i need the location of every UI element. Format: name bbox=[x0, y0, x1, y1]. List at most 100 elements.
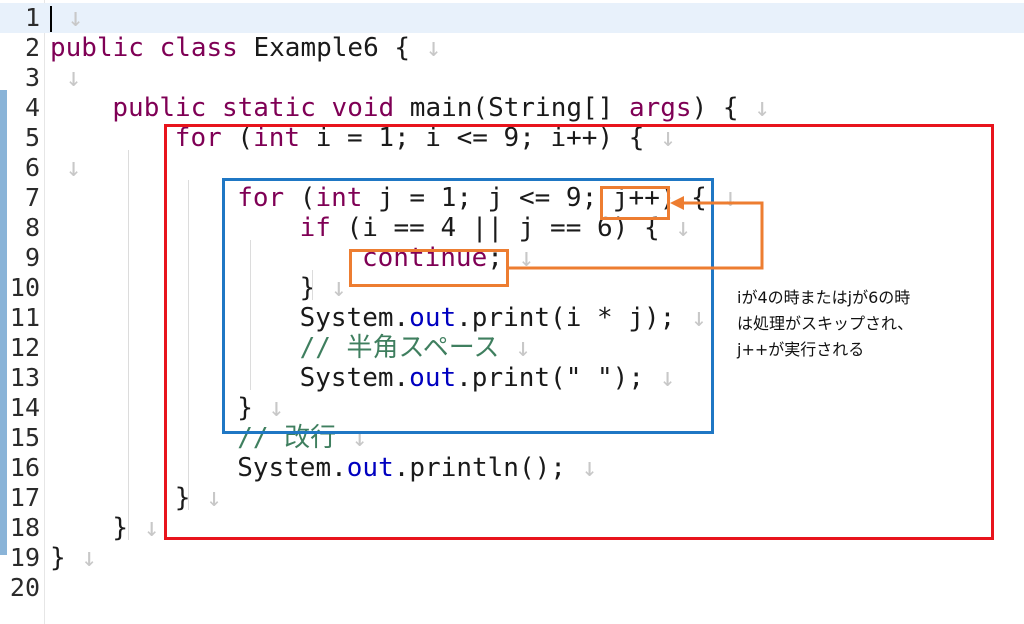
change-indicator-bar bbox=[0, 90, 7, 555]
line-number: 19 bbox=[9, 543, 40, 572]
line-number: 6 bbox=[24, 153, 40, 182]
field-token: out bbox=[409, 303, 457, 333]
code-text[interactable]: public class Example6 { ↓ bbox=[50, 33, 441, 63]
keyword-token: for bbox=[237, 183, 285, 213]
line-return-marker: ↓ bbox=[410, 33, 442, 63]
keyword-token: continue bbox=[362, 243, 488, 273]
line-number: 7 bbox=[24, 183, 40, 212]
code-line[interactable]: 10 } ↓ bbox=[0, 273, 1024, 303]
line-number: 9 bbox=[24, 243, 40, 272]
keyword-token: if bbox=[299, 213, 331, 243]
annotation-note: iが4の時またはjが6の時 は処理がスキップされ、 j++が実行される bbox=[737, 285, 987, 363]
line-return-marker: ↓ bbox=[50, 63, 82, 93]
line-number: 5 bbox=[24, 123, 40, 152]
code-text[interactable]: } ↓ bbox=[300, 273, 347, 303]
code-text[interactable]: for (int i = 1; i <= 9; i++) { ↓ bbox=[175, 123, 676, 153]
line-number: 8 bbox=[24, 213, 40, 242]
line-return-marker: ↓ bbox=[52, 3, 84, 33]
code-text[interactable]: } ↓ bbox=[50, 543, 97, 573]
code-line[interactable]: 4 public static void main(String[] args) … bbox=[0, 93, 1024, 123]
code-token: main(String[] bbox=[394, 93, 629, 123]
code-token: Example6 { bbox=[237, 33, 411, 63]
code-text[interactable]: System.out.print(i * j); ↓ bbox=[300, 303, 707, 333]
code-text[interactable]: // 改行 ↓ bbox=[237, 423, 367, 453]
code-token: ( bbox=[284, 183, 316, 213]
code-token: System. bbox=[299, 303, 410, 333]
code-text[interactable]: // 半角スペース ↓ bbox=[300, 333, 531, 363]
line-number-gutter bbox=[0, 0, 45, 624]
indent-guide bbox=[188, 180, 189, 510]
code-line[interactable]: 2 public class Example6 { ↓ bbox=[0, 33, 1024, 63]
code-token: ( bbox=[221, 123, 254, 153]
line-return-marker: ↓ bbox=[643, 363, 676, 393]
annotation-line: は処理がスキップされ、 bbox=[737, 314, 914, 333]
indent-guide bbox=[250, 240, 251, 390]
code-text[interactable]: } ↓ bbox=[112, 513, 159, 543]
line-return-marker: ↓ bbox=[252, 393, 285, 423]
code-line[interactable]: 18} ↓ bbox=[0, 513, 1024, 543]
keyword-token: int bbox=[253, 123, 301, 153]
code-line[interactable]: 14} ↓ bbox=[0, 393, 1024, 423]
code-token: } bbox=[237, 393, 253, 423]
code-line[interactable]: 6 ↓ bbox=[0, 153, 1024, 183]
line-number: 18 bbox=[9, 513, 40, 542]
line-number: 16 bbox=[9, 453, 40, 482]
code-text[interactable]: System.out.print(" "); ↓ bbox=[300, 363, 676, 393]
keyword-token: args bbox=[628, 93, 692, 123]
code-token: } bbox=[50, 543, 66, 573]
code-text[interactable]: System.out.println(); ↓ bbox=[237, 453, 597, 483]
code-text[interactable]: ↓ bbox=[50, 153, 82, 183]
code-token: } bbox=[299, 273, 316, 303]
line-return-marker: ↓ bbox=[565, 453, 598, 483]
line-number: 15 bbox=[9, 423, 40, 452]
outer-loop-highlight-box bbox=[164, 124, 994, 540]
code-token: .println(); bbox=[393, 453, 566, 483]
comment-token: // 半角スペース bbox=[299, 333, 500, 363]
line-number: 10 bbox=[9, 273, 40, 302]
indent-guide bbox=[128, 150, 129, 540]
code-text[interactable]: ↓ bbox=[50, 63, 82, 93]
code-token: .print(" "); bbox=[456, 363, 644, 393]
code-line[interactable]: 15 // 改行 ↓ bbox=[0, 423, 1024, 453]
continue-highlight-box bbox=[349, 249, 509, 287]
code-line[interactable]: 12// 半角スペース ↓ bbox=[0, 333, 1024, 363]
field-token: out bbox=[346, 453, 394, 483]
keyword-token: for bbox=[174, 123, 222, 153]
annotation-line: iが4の時またはjが6の時 bbox=[737, 288, 911, 307]
code-text[interactable]: } ↓ bbox=[175, 483, 222, 513]
code-line[interactable]: 11 System.out.print(i * j); ↓ bbox=[0, 303, 1024, 333]
comment-token: // 改行 bbox=[237, 423, 337, 453]
line-number: 17 bbox=[9, 483, 40, 512]
code-token: System. bbox=[237, 453, 347, 483]
increment-highlight-box bbox=[600, 186, 670, 220]
code-text[interactable]: } ↓ bbox=[237, 393, 284, 423]
keyword-token: public static void bbox=[112, 93, 395, 123]
code-line[interactable]: 16 System.out.println(); ↓ bbox=[0, 453, 1024, 483]
code-token: .print(i * j); bbox=[456, 303, 676, 333]
line-number: 20 bbox=[9, 573, 40, 602]
code-token: } bbox=[112, 513, 129, 543]
line-return-marker: ↓ bbox=[128, 513, 160, 543]
keyword-token: public class bbox=[50, 33, 238, 63]
field-token: out bbox=[409, 363, 457, 393]
line-number: 13 bbox=[9, 363, 40, 392]
code-line[interactable]: 5 for (int i = 1; i <= 9; i++) { ↓ bbox=[0, 123, 1024, 153]
line-number: 2 bbox=[24, 33, 40, 62]
annotation-line: j++が実行される bbox=[737, 340, 865, 359]
code-text[interactable]: ↓ bbox=[50, 3, 83, 33]
line-number: 1 bbox=[24, 3, 40, 32]
keyword-token: int bbox=[315, 183, 363, 213]
code-line[interactable]: 1 ↓ bbox=[0, 3, 1024, 33]
code-token: System. bbox=[299, 363, 410, 393]
line-number: 4 bbox=[24, 93, 40, 122]
code-line[interactable]: 20 bbox=[0, 573, 1024, 603]
line-number: 11 bbox=[9, 303, 40, 332]
line-return-marker: ↓ bbox=[190, 483, 222, 513]
inner-loop-highlight-box bbox=[222, 178, 714, 434]
code-line[interactable]: 19 } ↓ bbox=[0, 543, 1024, 573]
code-line[interactable]: 13 System.out.print(" "); ↓ bbox=[0, 363, 1024, 393]
code-line[interactable]: 3 ↓ bbox=[0, 63, 1024, 93]
code-text[interactable]: public static void main(String[] args) {… bbox=[112, 93, 769, 123]
code-line[interactable]: 17 } ↓ bbox=[0, 483, 1024, 513]
